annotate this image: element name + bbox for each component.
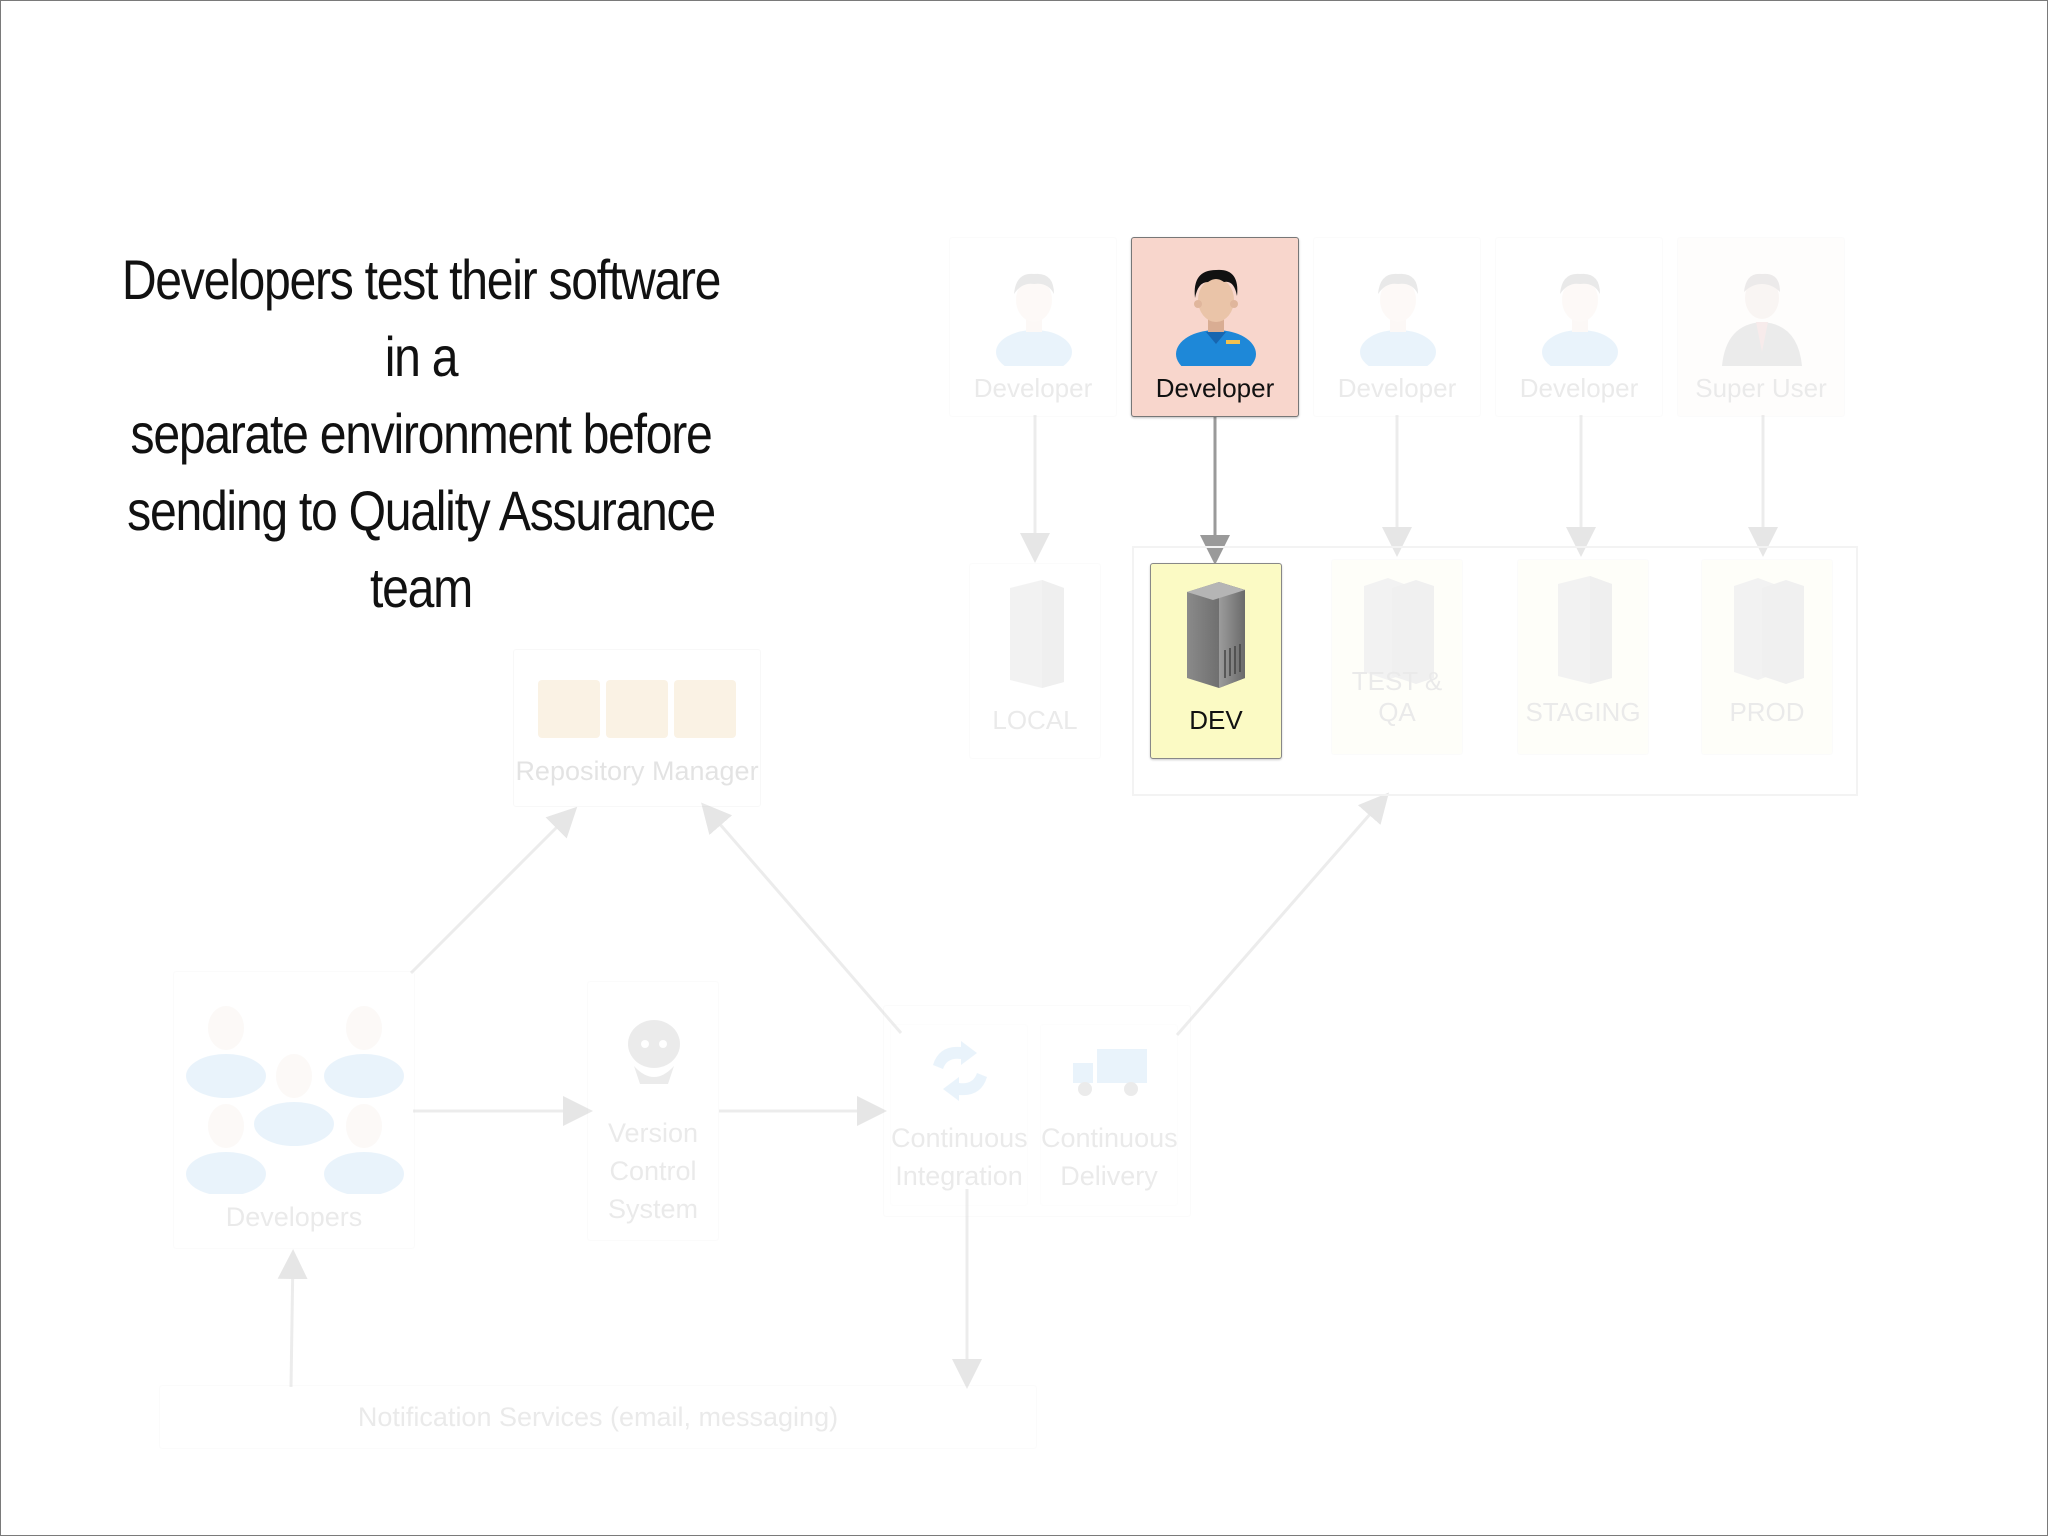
cd-line-2: Delivery [1060,1161,1158,1191]
continuous-delivery-label: Continuous Delivery [1041,1119,1178,1195]
version-control-line-1: Version [607,1118,699,1148]
developer-icon [996,273,1072,366]
ci-cd-frame: Continuous Integration Continuous Delive… [883,1005,1191,1217]
headline-line-1: Developers test their software in a [121,248,722,388]
sync-arrows-icon [933,1041,987,1101]
environment-label: STAGING [1525,697,1641,727]
continuous-integration-label: Continuous Integration [891,1119,1028,1195]
version-control-line-3: System [607,1194,699,1224]
environment-label: LOCAL [992,705,1078,735]
continuous-integration-card[interactable]: Continuous Integration [890,1024,1028,1206]
person-card-developer-3[interactable]: Developer [1313,237,1481,417]
person-label: Super User [1695,373,1827,403]
repository-manager-card[interactable]: Repository Manager [513,649,761,807]
version-control-label: Version Control System [588,1114,718,1228]
headline-line-2: separate environment before [130,402,713,465]
environment-group-frame [1132,546,1858,796]
environment-card-local[interactable]: LOCAL [969,563,1101,759]
ci-line-1: Continuous [891,1123,1028,1153]
environment-card-staging[interactable]: STAGING [1517,559,1649,755]
repository-manager-label: Repository Manager [515,756,759,786]
cd-line-1: Continuous [1041,1123,1178,1153]
github-octocat-icon [628,1020,680,1084]
headline-line-3: sending to Quality Assurance team [127,479,716,619]
person-label: Developer [1155,373,1275,403]
super-user-icon [1722,273,1802,366]
environment-card-dev[interactable]: DEV [1150,563,1282,759]
developer-icon [1360,273,1436,366]
notification-services-label: Notification Services (email, messaging) [357,1402,839,1432]
developers-group-icon [186,1006,404,1194]
environment-label: DEV [1189,705,1243,735]
person-label: Developer [1337,373,1457,403]
environment-card-prod[interactable]: PROD [1701,559,1833,755]
server-icon [1010,580,1064,688]
developers-label: Developers [225,1202,363,1232]
developers-group-card[interactable]: Developers [173,971,415,1249]
version-control-card[interactable]: Version Control System [587,981,719,1241]
person-card-super-user[interactable]: Super User [1677,237,1845,417]
developer-icon [1176,269,1256,366]
server-icon [1187,582,1245,688]
environment-card-test-qa[interactable]: TEST & QA [1331,559,1463,755]
environment-label: PROD [1729,697,1805,727]
person-label: Developer [1519,373,1639,403]
person-card-developer-4[interactable]: Developer [1495,237,1663,417]
repository-icon [538,680,736,738]
server-cluster-icon [1734,578,1804,684]
notification-services-bar[interactable]: Notification Services (email, messaging) [159,1385,1037,1449]
person-card-developer-active[interactable]: Developer [1131,237,1299,417]
server-icon [1558,576,1612,684]
environment-label: TEST & QA [1351,666,1443,727]
server-cluster-icon [1364,578,1434,684]
headline: Developers test their software in a sepa… [111,241,730,626]
developer-icon [1542,273,1618,366]
version-control-line-2: Control [609,1156,697,1186]
person-label: Developer [973,373,1093,403]
person-card-developer-1[interactable]: Developer [949,237,1117,417]
continuous-delivery-card[interactable]: Continuous Delivery [1040,1024,1178,1206]
delivery-truck-icon [1073,1049,1147,1096]
ci-line-2: Integration [895,1161,1023,1191]
